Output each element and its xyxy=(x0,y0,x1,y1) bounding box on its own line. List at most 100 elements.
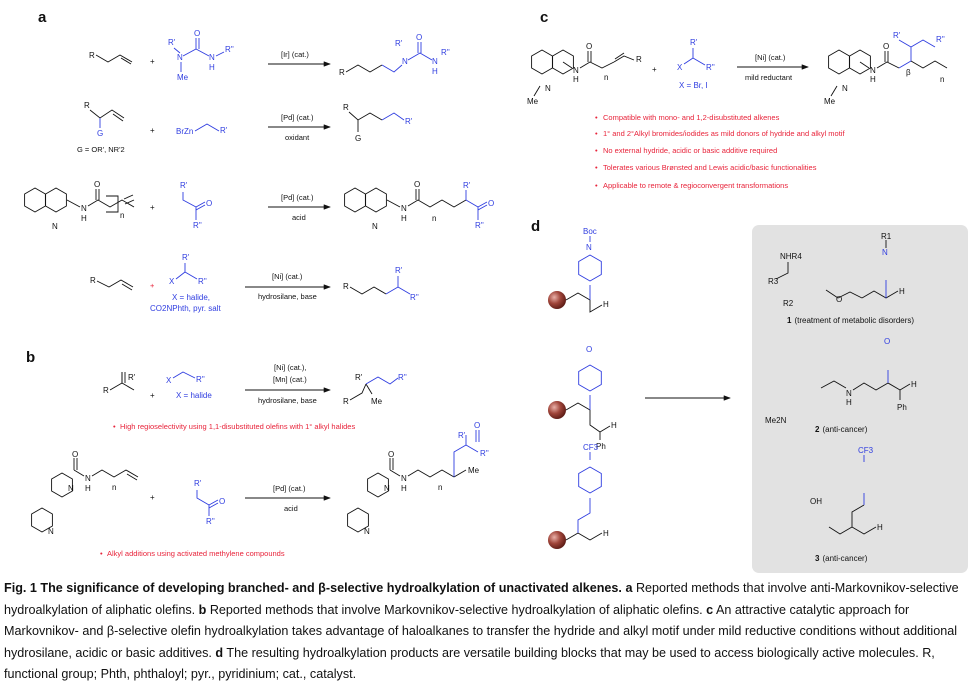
bullet-marker: • xyxy=(595,146,598,155)
atom-label: X xyxy=(169,277,175,286)
solid-support-bead xyxy=(548,531,566,549)
atom-label: N xyxy=(209,53,215,62)
atom-label: Me xyxy=(527,97,539,106)
quinoline-ring xyxy=(344,187,366,213)
solid-support-bead xyxy=(548,401,566,419)
quinoline-ring xyxy=(24,187,46,213)
compound-1-caption: 1(treatment of metabolic disorders) xyxy=(787,316,914,325)
atom-label: R xyxy=(343,282,349,291)
atom-label: R2 xyxy=(783,299,794,308)
atom-label: R'' xyxy=(480,449,489,458)
caption-label-c: c xyxy=(706,602,714,617)
atom-label: Me2N xyxy=(765,416,787,425)
bullet-text: Alkyl additions using activated methylen… xyxy=(107,549,285,558)
compound-3-caption: 3(anti-cancer) xyxy=(815,554,868,563)
panel-label-c: c xyxy=(540,9,548,26)
conditions-label: acid xyxy=(284,504,298,513)
atom-label: O xyxy=(884,337,890,346)
atom-label: H xyxy=(401,214,407,223)
atom-label: R xyxy=(103,386,109,395)
atom-label: R xyxy=(89,51,95,60)
atom-label: X xyxy=(677,63,683,72)
bullet-marker: • xyxy=(100,549,103,558)
caption-text-b: Reported methods that involve Markovniko… xyxy=(209,602,703,617)
atom-label: H xyxy=(432,67,438,76)
conditions-label: [Ir] (cat.) xyxy=(281,50,309,59)
atom-label: β xyxy=(906,68,911,77)
atom-label: Ph xyxy=(596,442,606,451)
atom-label: n xyxy=(432,214,436,223)
atom-label: R' xyxy=(220,126,228,135)
bullet-marker: • xyxy=(595,181,598,190)
atom-label: Boc xyxy=(583,227,597,236)
conditions-label: oxidant xyxy=(285,133,310,142)
atom-label: N xyxy=(432,57,438,66)
atom-label: O xyxy=(72,450,78,459)
tetrahydropyran-ring xyxy=(578,364,602,392)
pyridine-ring xyxy=(51,472,73,498)
caption-title: Fig. 1 The significance of developing br… xyxy=(4,581,622,595)
atom-label: H xyxy=(209,63,215,72)
panel-label-a: a xyxy=(38,9,47,26)
plus-sign: + xyxy=(150,281,155,290)
atom-label: N xyxy=(401,204,407,213)
atom-label: R'' xyxy=(936,35,945,44)
reaction-a2: R G G = OR', NR'2 + BrZn R' [Pd] (cat.) … xyxy=(77,101,413,154)
conditions-label: [Pd] (cat.) xyxy=(273,484,306,493)
conditions-label: [Ni] (cat.) xyxy=(755,53,786,62)
atom-label: CF3 xyxy=(858,446,874,455)
atom-label: Ph xyxy=(897,403,907,412)
plus-sign: + xyxy=(150,391,155,400)
atom-label: O xyxy=(488,199,494,208)
atom-label: O xyxy=(883,42,889,51)
atom-label: O xyxy=(94,180,100,189)
note-label: G = OR', NR'2 xyxy=(77,145,125,154)
atom-label: R' xyxy=(458,431,466,440)
conditions-label: [Pd] (cat.) xyxy=(281,193,314,202)
plus-sign: + xyxy=(150,493,155,502)
compound-number: 2 xyxy=(815,425,820,434)
panel-d: d H N Boc Ph H O H CF3 NHR4 R3 R2 O H N … xyxy=(531,218,968,573)
atom-label: R' xyxy=(893,31,901,40)
figure-caption: Fig. 1 The significance of developing br… xyxy=(4,578,972,686)
quinoline-ring xyxy=(552,49,574,75)
panel-c: c N Me N H O n R + R' X R'' X = Br, I [N… xyxy=(527,9,948,190)
atom-label: O xyxy=(219,497,225,506)
quinoline-ring xyxy=(365,187,387,213)
atom-label: OH xyxy=(810,497,822,506)
atom-label: H xyxy=(911,380,917,389)
atom-label: N xyxy=(846,389,852,398)
atom-label: R' xyxy=(182,253,190,262)
atom-label: H xyxy=(603,529,609,538)
atom-label: H xyxy=(81,214,87,223)
atom-label: H xyxy=(401,484,407,493)
bullet-marker: • xyxy=(595,129,598,138)
conditions-label: mild reductant xyxy=(745,73,793,82)
compound-2-caption: 2(anti-cancer) xyxy=(815,425,868,434)
reaction-a1: R + R' N Me O N H R'' [Ir] (cat.) R N R'… xyxy=(89,29,450,82)
atom-label: R'' xyxy=(441,48,450,57)
reaction-a3: N N H O n + R' O R'' [Pd] (cat.) acid N … xyxy=(52,180,494,231)
compound-description: (anti-cancer) xyxy=(822,554,867,563)
atom-label: R' xyxy=(690,38,698,47)
atom-label: G xyxy=(355,134,361,143)
pyridine-ring xyxy=(367,472,389,498)
atom-label: H xyxy=(877,523,883,532)
atom-label: R'' xyxy=(198,277,207,286)
atom-label: R' xyxy=(395,266,403,275)
atom-label: R'' xyxy=(475,221,484,230)
atom-label: R'' xyxy=(225,45,234,54)
caption-label-a: a xyxy=(625,581,633,595)
atom-label: R xyxy=(339,68,345,77)
atom-label: Me xyxy=(371,397,383,406)
atom-label: Me xyxy=(468,466,480,475)
atom-label: n xyxy=(438,483,442,492)
atom-label: R'' xyxy=(206,517,215,526)
atom-label: R' xyxy=(168,38,176,47)
atom-label: R' xyxy=(194,479,202,488)
atom-label: N xyxy=(81,204,87,213)
atom-label: N xyxy=(85,474,91,483)
compound-number: 1 xyxy=(787,316,792,325)
atom-label: R xyxy=(636,55,642,64)
caption-label-d: d xyxy=(215,645,224,660)
